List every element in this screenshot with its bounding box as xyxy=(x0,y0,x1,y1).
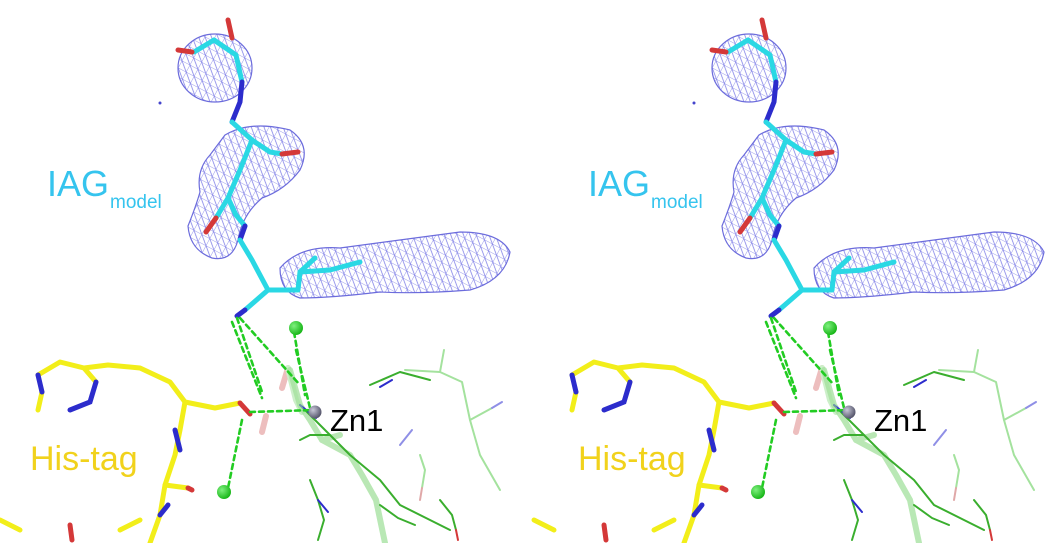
zinc-label: Zn1 xyxy=(874,403,928,438)
zinc-label: Zn1 xyxy=(330,403,384,438)
iag-label-subscript: model xyxy=(110,192,162,213)
stereo-panel-right: IAGmodel His-tag Zn1 xyxy=(526,0,1053,543)
iag-model-label: IAGmodel xyxy=(47,163,162,213)
his-tag-label: His-tag xyxy=(30,440,138,478)
stereo-panel-left: IAGmodel His-tag Zn1 xyxy=(0,0,527,543)
iag-label-subscript: model xyxy=(651,192,703,213)
iag-label-main: IAG xyxy=(47,163,110,204)
iag-model-label: IAGmodel xyxy=(588,163,703,213)
iag-label-main: IAG xyxy=(588,163,651,204)
his-tag-label: His-tag xyxy=(578,440,686,478)
